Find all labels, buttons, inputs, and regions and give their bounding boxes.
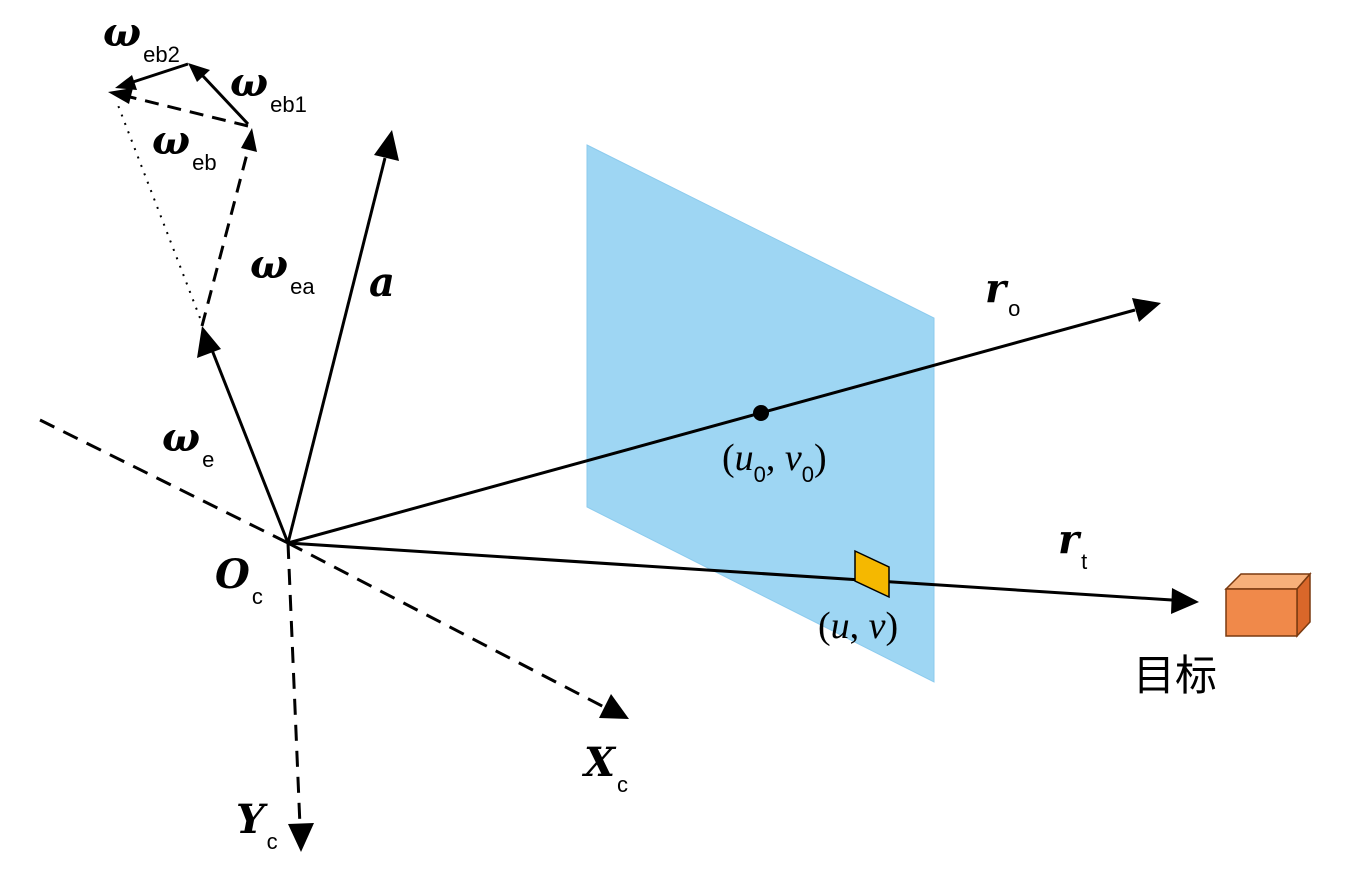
vector-a-arrowhead [374, 130, 399, 161]
vector-omega-e [210, 349, 290, 544]
vector-omega-eb-arrowhead [108, 88, 133, 104]
label-omega-ea: ωea [250, 241, 315, 299]
vector-omega-ea-arrowhead [241, 128, 257, 152]
pixel-marker [854, 549, 890, 599]
principal-point-dot [753, 405, 769, 421]
vector-omega-eb2 [132, 62, 189, 84]
label-x-axis: Xc [581, 739, 628, 797]
label-omega-eb2: ωeb2 [103, 9, 180, 67]
label-principal-point: (u0, v0) [722, 437, 827, 487]
label-y-axis: Yc [236, 796, 278, 854]
vector-omega-e-arrowhead [197, 326, 221, 358]
label-target: 目标 [1133, 651, 1217, 700]
ray-r-t-arrowhead [1171, 588, 1199, 614]
ray-r-t [287, 541, 1173, 602]
x-axis-arrowhead [599, 694, 629, 719]
vector-omega-ea-dashed [200, 149, 250, 327]
label-r-t: rt [1058, 516, 1087, 574]
target-box [1224, 571, 1312, 638]
label-omega-e: ωe [162, 414, 214, 472]
label-omega-eb1: ωeb1 [230, 59, 307, 117]
x-axis-dashed [287, 541, 605, 709]
vector-omega-eb2-arrowhead [115, 75, 137, 90]
vector-omega-eb1 [200, 73, 250, 126]
vector-omega-eb-dashed [129, 95, 249, 128]
label-omega-eb: ωeb [152, 117, 217, 175]
label-r-o: ro [985, 265, 1020, 321]
label-a: a [369, 259, 395, 306]
vector-a [286, 157, 387, 544]
vector-omega-eb1-arrowhead [188, 63, 210, 82]
optical-axis-back-dashed [39, 418, 289, 545]
label-origin: Oc [215, 551, 263, 609]
label-image-point: (u, v) [818, 605, 898, 647]
ray-r-o-arrowhead [1132, 298, 1161, 322]
target-box-top [1224, 573, 1312, 590]
ray-r-o [287, 308, 1136, 545]
target-box-front [1225, 588, 1298, 637]
y-axis-dashed [286, 542, 302, 827]
y-axis-arrowhead [288, 823, 314, 852]
